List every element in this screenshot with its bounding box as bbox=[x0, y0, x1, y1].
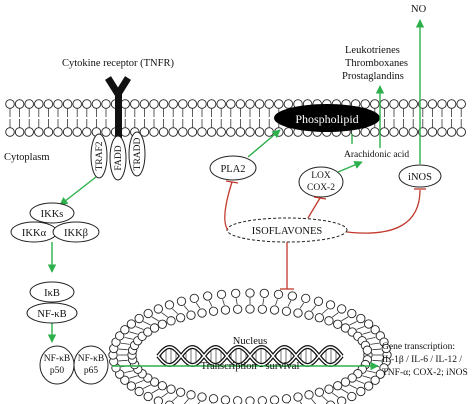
no-label: NO bbox=[411, 4, 427, 15]
phospholipid-label: Phospholipid bbox=[295, 112, 358, 126]
ikk-alpha-node: IKKα bbox=[10, 221, 58, 243]
prostaglandins-label: Prostaglandins bbox=[342, 71, 404, 82]
nfkb-p65-bottom-label: p65 bbox=[84, 366, 99, 376]
tradd-label: TRADD bbox=[133, 138, 143, 171]
isoflavones-node: ISOFLAVONES bbox=[226, 217, 348, 243]
phospholipid-node: Phospholipid bbox=[274, 104, 380, 132]
cytoplasm-label: Cytoplasm bbox=[4, 152, 50, 163]
inos-node: iNOS bbox=[398, 164, 442, 188]
nfkb-node: NF-κB bbox=[26, 302, 78, 324]
nfkb-p50-top-label: NF-κB bbox=[44, 354, 70, 364]
thromboxanes-label: Thromboxanes bbox=[345, 58, 408, 69]
transcription-survival-label: Transcription - survival bbox=[201, 361, 300, 372]
arrow-lox-to-aa bbox=[337, 161, 363, 173]
gene-transcription-line2: TNF-α; COX-2; iNOS bbox=[382, 368, 468, 378]
pla2-label: PLA2 bbox=[220, 164, 245, 175]
gene-transcription-line1: IL-1β / IL-6 / IL-12 / bbox=[382, 355, 462, 365]
fadd-node: FADD bbox=[109, 135, 127, 181]
nfkb-p50-bottom-label: p50 bbox=[50, 366, 65, 376]
fadd-label: FADD bbox=[114, 145, 124, 170]
leukotrienes-label: Leukotrienes bbox=[345, 45, 400, 56]
nfkb-p50-node: NF-κB p50 bbox=[39, 345, 75, 385]
traf2-label: TRAF2 bbox=[95, 141, 105, 170]
ikb-label: IκB bbox=[44, 288, 60, 299]
receptor-label: Cytokine receptor (TNFR) bbox=[62, 58, 174, 69]
arrow-traf2-to-ikks bbox=[59, 176, 97, 206]
ikk-alpha-label: IKKα bbox=[22, 228, 47, 239]
inhibit-lox-bar bbox=[313, 196, 327, 200]
inos-label: iNOS bbox=[408, 172, 432, 183]
gene-transcription-title: Gene transcription: bbox=[382, 342, 455, 352]
tnf-receptor bbox=[105, 76, 131, 141]
traf2-node: TRAF2 bbox=[90, 133, 108, 179]
nfkb-p65-node: NF-κB p65 bbox=[73, 345, 109, 385]
nfkb-p65-top-label: NF-κB bbox=[78, 354, 104, 364]
lox-label: LOX bbox=[311, 171, 331, 181]
ikks-node: IKKs bbox=[29, 202, 75, 224]
arachidonic-acid-label: Arachidonic acid bbox=[344, 150, 409, 160]
cell-membrane bbox=[5, 99, 466, 137]
pla2-node: PLA2 bbox=[209, 155, 257, 181]
inhibit-pla2-bar bbox=[225, 180, 239, 184]
ikk-beta-node: IKKβ bbox=[52, 221, 100, 243]
inhibit-pla2-line bbox=[224, 181, 233, 231]
dna-helix bbox=[156, 344, 344, 368]
cox2-label: COX-2 bbox=[307, 183, 335, 193]
nfkb-label: NF-κB bbox=[37, 309, 66, 320]
inhibit-inos-line bbox=[346, 189, 421, 234]
ikb-node: IκB bbox=[29, 281, 75, 303]
nuclear-membrane bbox=[108, 288, 392, 404]
nucleus-label: Nucleus bbox=[233, 336, 267, 347]
ikk-beta-label: IKKβ bbox=[64, 228, 88, 239]
lox-cox2-node: LOX COX-2 bbox=[298, 166, 344, 198]
arrow-pla2-to-phospholipid bbox=[247, 129, 281, 158]
isoflavones-label: ISOFLAVONES bbox=[252, 226, 323, 237]
tradd-node: TRADD bbox=[128, 131, 146, 177]
ikks-label: IKKs bbox=[41, 209, 64, 220]
inhibit-lox-line bbox=[307, 197, 321, 219]
